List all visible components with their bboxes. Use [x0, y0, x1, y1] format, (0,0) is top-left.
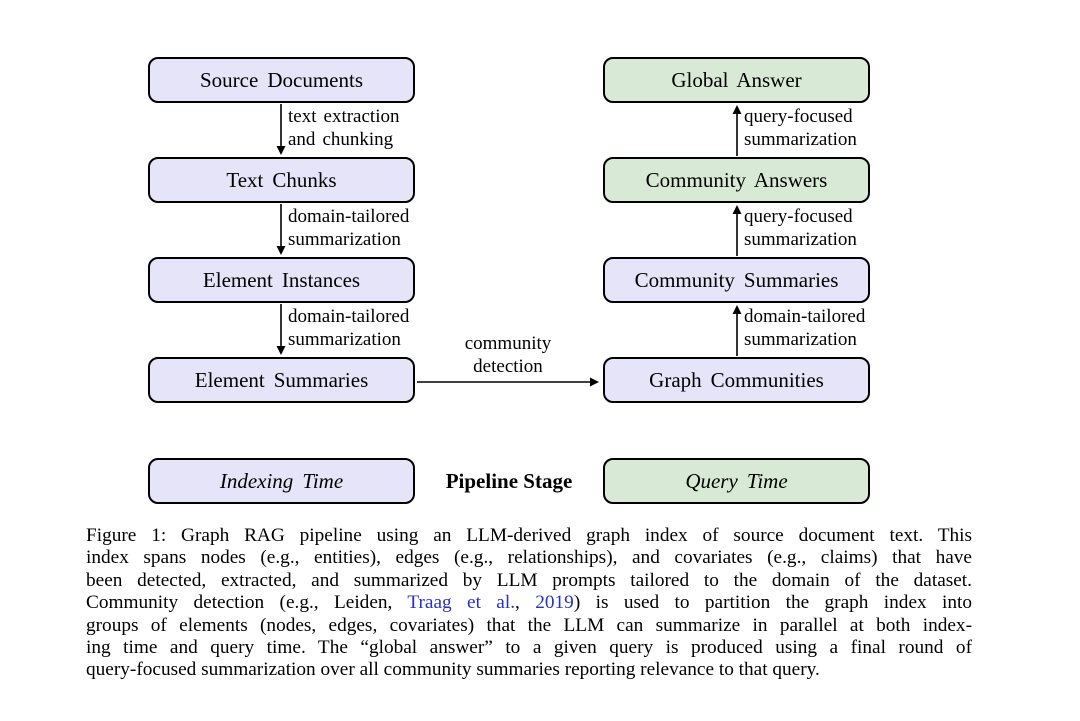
edge-label-domain-tailored-2: domain-tailored summarization	[288, 305, 409, 351]
edge-label-line: domain-tailored	[288, 206, 410, 227]
figure-caption: Figure 1: Graph RAG pipeline using an LL…	[86, 525, 972, 682]
edge-label-query-focused-2: query-focused summarization	[744, 205, 857, 251]
caption-text: ) is used to partition the graph index i…	[573, 592, 973, 614]
caption-line: Community detection (e.g., Leiden, Traag…	[86, 592, 972, 614]
caption-text: groups of elements (nodes, edges, covari…	[86, 614, 972, 636]
node-community-summaries: Community Summaries	[603, 257, 870, 303]
edge-label-text-extraction: text extraction and chunking	[288, 105, 399, 151]
node-text-chunks: Text Chunks	[148, 157, 415, 203]
node-source-documents: Source Documents	[148, 57, 415, 103]
edge-label-line: community	[464, 333, 552, 354]
edge-label-line: and chunking	[288, 129, 394, 150]
edge-label-line: summarization	[744, 129, 857, 150]
edge-label-domain-tailored-1: domain-tailored summarization	[288, 205, 409, 251]
legend-pipeline-stage: Pipeline Stage	[445, 468, 573, 493]
node-graph-communities: Graph Communities	[603, 357, 870, 403]
caption-line: ing time and query time. The “global ans…	[86, 637, 972, 659]
citation-link[interactable]: 2019	[535, 592, 574, 614]
caption-text: index spans nodes (e.g., entities), edge…	[86, 547, 972, 569]
citation-link[interactable]: Traag et al.	[407, 592, 516, 614]
caption-text: query-focused summarization over all com…	[86, 659, 820, 681]
caption-text: ing time and query time. The “global ans…	[86, 637, 972, 659]
edge-label-line: detection	[473, 356, 543, 377]
node-global-answer: Global Answer	[603, 57, 870, 103]
node-element-summaries: Element Summaries	[148, 357, 415, 403]
edge-label-line: domain-tailored	[288, 306, 410, 327]
edge-label-line: summarization	[288, 229, 401, 250]
edge-label-line: text extraction	[288, 106, 400, 127]
caption-text: ,	[515, 592, 536, 614]
caption-text: been detected, extracted, and summarized…	[86, 569, 972, 591]
caption-line: been detected, extracted, and summarized…	[86, 570, 972, 592]
caption-line: index spans nodes (e.g., entities), edge…	[86, 547, 972, 569]
edge-label-domain-tailored-3: domain-tailored summarization	[744, 305, 865, 351]
caption-line: Figure 1: Graph RAG pipeline using an LL…	[86, 525, 972, 547]
legend-indexing-time: Indexing Time	[148, 458, 415, 504]
caption-line: query-focused summarization over all com…	[86, 659, 972, 681]
edge-label-line: domain-tailored	[744, 306, 866, 327]
legend-query-time: Query Time	[603, 458, 870, 504]
edge-label-line: summarization	[288, 329, 401, 350]
edge-label-line: query-focused	[744, 206, 853, 227]
edge-label-query-focused-1: query-focused summarization	[744, 105, 857, 151]
node-element-instances: Element Instances	[148, 257, 415, 303]
node-community-answers: Community Answers	[603, 157, 870, 203]
caption-text: Figure 1: Graph RAG pipeline using an LL…	[86, 525, 972, 546]
caption-line: groups of elements (nodes, edges, covari…	[86, 615, 972, 637]
edge-label-line: summarization	[744, 229, 857, 250]
caption-text: Community detection (e.g., Leiden,	[86, 592, 408, 614]
edge-label-community-detection: community detection	[420, 332, 596, 378]
edge-label-line: query-focused	[744, 106, 853, 127]
edge-label-line: summarization	[744, 329, 857, 350]
